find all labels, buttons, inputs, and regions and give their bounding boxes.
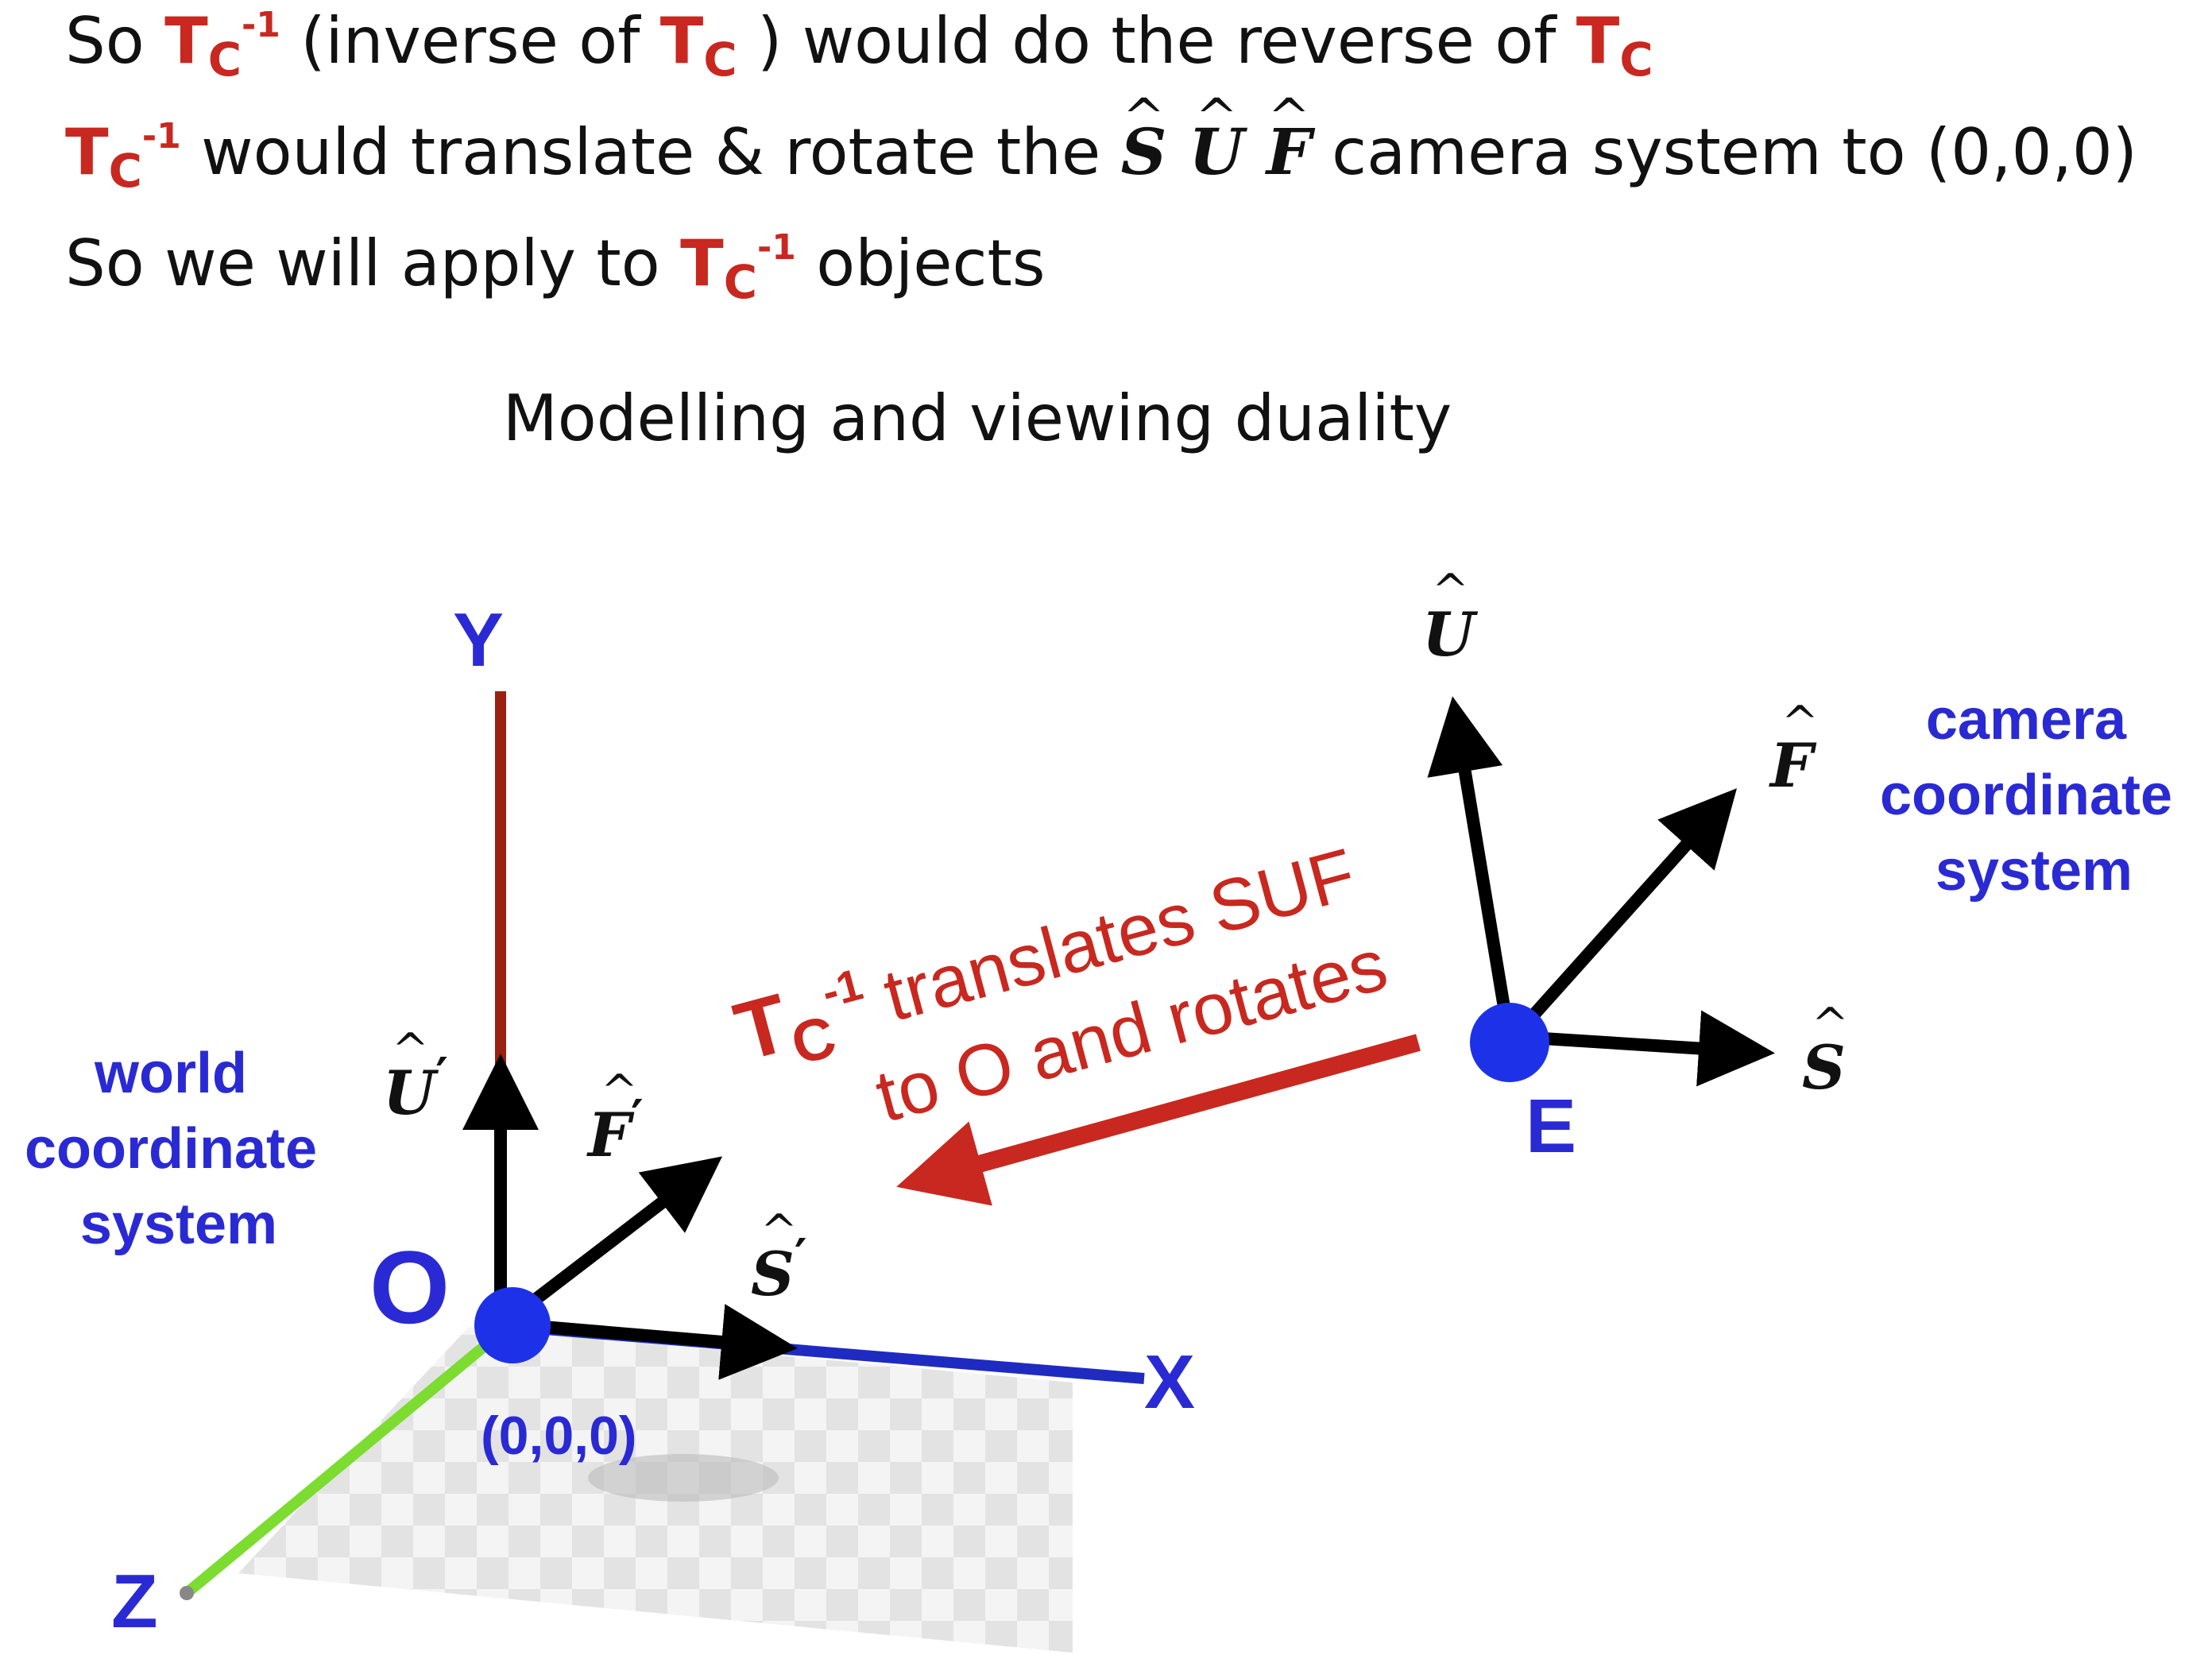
text-line-3: So we will apply to TC-1 objects [65,230,1046,306]
text-fragment: objects [795,226,1046,300]
camera-s-vector [1517,1010,1775,1087]
camera-u-label: U ^ [1422,565,1479,670]
text-fragment: So [65,4,165,78]
z-axis-end [180,1586,194,1600]
camera-u-vector [1427,696,1516,1042]
text-fragment: ) would do the reverse of [737,4,1576,78]
y-axis-label: Y [453,597,504,683]
svg-text:S: S [1802,1032,1846,1103]
svg-text:U′: U′ [383,1048,448,1128]
camera-f-vector [1513,788,1738,1038]
svg-text:U: U [1422,599,1479,670]
s-prime-label: S′ ^ [751,1205,807,1309]
svg-text:S′: S′ [751,1229,807,1309]
text-fragment: camera system to (0,0,0) [1311,115,2137,189]
tc-inverse-symbol: TC-1 [164,4,280,87]
tc-inverse-symbol: TC-1 [680,226,796,310]
svg-text:F: F [1769,730,1817,801]
s-prime-vector [524,1304,798,1380]
text-fragment: So we will apply to [65,226,681,300]
u-prime-label: U′ ^ [383,1024,448,1128]
world-label: world coordinate system [25,1042,333,1256]
svg-text:^: ^ [392,1024,429,1076]
z-axis [183,1318,516,1598]
svg-text:^: ^ [760,1205,798,1257]
transform-arrow [896,1034,1421,1206]
text-line-1: So TC-1 (inverse of TC ) would do the re… [65,8,1653,83]
eye-point [1470,1003,1549,1082]
svg-text:^: ^ [1781,697,1819,748]
object-shadow [588,1454,779,1502]
camera-f-label: F ^ [1769,697,1819,801]
text-line-2: TC-1 would translate & rotate the S U F … [65,119,2137,195]
transform-caption: TC-1 translates SUF to O and rotates [726,833,1395,1138]
camera-label: camera coordinate system [1880,688,2188,903]
x-axis-label: X [1144,1340,1195,1425]
diagram-subtitle: Modelling and viewing duality [502,381,1452,455]
svg-text:^: ^ [1812,999,1849,1050]
svg-text:F′: F′ [586,1090,644,1170]
z-axis-label: Z [111,1559,158,1644]
f-prime-label: F′ ^ [586,1065,644,1170]
text-fragment: would translate & rotate the [180,115,1121,189]
tc-inverse-symbol: TC-1 [65,115,181,199]
svg-text:^: ^ [1432,565,1469,617]
suf-symbol: S U F [1121,114,1312,189]
tc-symbol: TC [659,4,737,87]
origin-point [474,1287,551,1363]
camera-s-label: S ^ [1802,999,1849,1103]
tc-symbol: TC [1576,4,1653,87]
text-fragment: (inverse of [280,4,660,78]
origin-coords: (0,0,0) [481,1406,637,1466]
eye-label: E [1526,1084,1576,1169]
svg-text:^: ^ [601,1065,638,1117]
f-prime-vector [516,1156,723,1317]
origin-label: O [369,1229,450,1345]
